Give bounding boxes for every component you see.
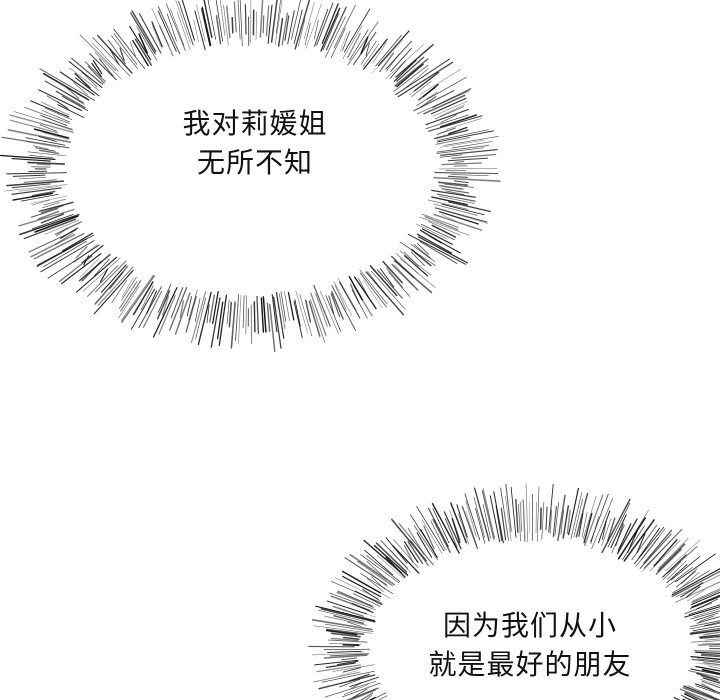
flash-burst-bubble-1 [0, 0, 501, 353]
speech-bubble-2-text: 因为我们从小 就是最好的朋友 [400, 607, 660, 684]
speech-line: 因为我们从小 [442, 609, 617, 642]
speech-line: 我对莉媛姐 [182, 107, 328, 140]
speech-line: 就是最好的朋友 [428, 647, 632, 681]
speech-bubble-1-text: 我对莉媛姐 无所不知 [150, 105, 360, 182]
speech-line: 无所不知 [196, 145, 313, 179]
flash-burst-bubble-2 [308, 483, 720, 700]
